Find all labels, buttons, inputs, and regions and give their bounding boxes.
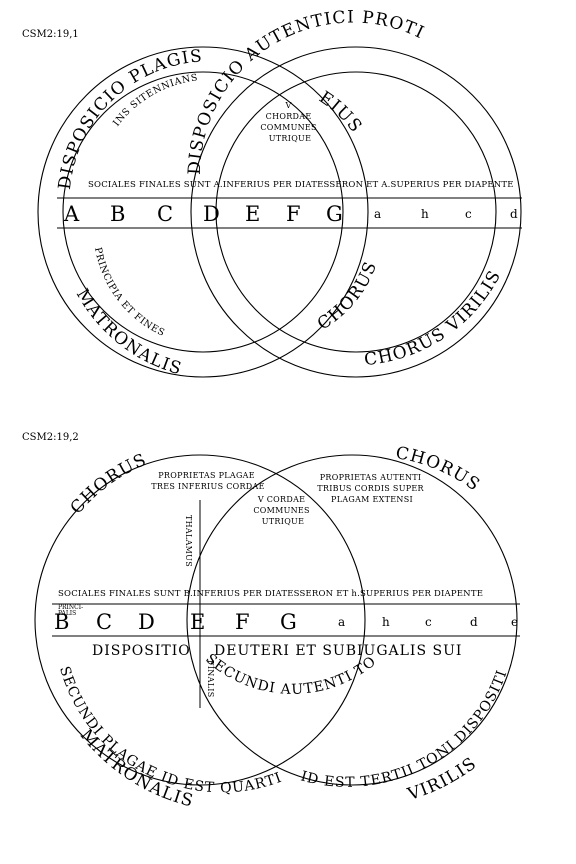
fig2-left-ring	[34, 454, 366, 786]
fig2-gamut-letters: B C D E F G a h c d e	[54, 610, 518, 634]
fig2-letter-small-c: c	[425, 615, 432, 629]
fig2-principalis: PRINCI- PALIS	[58, 604, 85, 617]
fig1-right-outer-ring	[190, 46, 522, 378]
fig1-right-inner-ring	[215, 71, 497, 353]
fig2-arc-matronalis: MATRONALIS	[76, 725, 196, 811]
fig2-left-note: PROPRIETAS PLAGAE TRES INFERIUS CORDAE	[151, 471, 264, 491]
fig1-arc-disposicio-autentici-proti: DISPOSICIO AUTENTICI PROTI	[185, 7, 428, 175]
fig1-gamut-letters: A B C D E F G a h c d	[63, 202, 518, 226]
fig2-arc-tertii-toni: ID EST TERTII TONI DISPOSITIO	[0, 0, 510, 791]
fig1-left-outer-ring	[37, 46, 369, 378]
figure-2-label: CSM2:19,2	[22, 432, 79, 443]
fig1-letter-d: D	[203, 202, 220, 226]
fig2-letter-b: B	[54, 610, 69, 634]
fig1-letter-small-a: a	[374, 207, 381, 221]
fig1-arc-matronalis: MATRONALIS	[72, 285, 185, 379]
fig1-left-inner-ring	[62, 71, 344, 353]
fig2-band-caption: SOCIALES FINALES SUNT B.INFERIUS PER DIA…	[58, 589, 483, 599]
fig2-center-note: V CORDAE COMMUNES UTRIQUE	[253, 495, 312, 526]
figure-1: CSM2:19,1 DISPOSICIO PLAGIS DISPOSICIO A…	[22, 7, 522, 379]
fig2-band-deuteri: DEUTERI ET SUBIUGALIS SUI	[214, 643, 462, 659]
fig1-letter-g: G	[326, 202, 343, 226]
fig1-letter-a: A	[63, 202, 80, 226]
figure-1-label: CSM2:19,1	[22, 29, 79, 40]
fig2-letter-e: E	[190, 610, 205, 634]
fig1-arc-chorus-virilis: CHORUS VIRILIS	[363, 267, 505, 370]
fig2-letter-g: G	[280, 610, 297, 634]
fig1-center-note: V CHORDAE COMMUNES UTRIQUE	[260, 101, 319, 143]
fig1-arc-disposicio-plagis: DISPOSICIO PLAGIS	[55, 46, 204, 190]
fig2-letter-small-a: a	[338, 615, 345, 629]
fig2-letter-f: F	[235, 610, 250, 634]
fig1-letter-f: F	[286, 202, 301, 226]
fig1-letter-b: B	[110, 202, 125, 226]
fig1-letter-small-c: c	[465, 207, 472, 221]
fig2-letter-small-h: h	[382, 615, 390, 629]
fig2-finalis-label: FINALIS	[206, 660, 215, 698]
fig2-thalamus-label: THALAMUS	[184, 515, 193, 567]
fig1-letter-small-d: d	[510, 207, 518, 221]
fig2-letter-c: C	[96, 610, 112, 634]
fig1-letter-small-h: h	[421, 207, 429, 221]
fig1-arc-chorus-inner: CHORUS	[314, 258, 382, 334]
fig1-band-caption: SOCIALES FINALES SUNT A.INFERIUS PER DIA…	[88, 180, 514, 190]
fig2-letter-d: D	[138, 610, 155, 634]
fig1-arc-eius: EIUS	[315, 87, 366, 136]
fig1-letter-c: C	[157, 202, 173, 226]
fig2-right-note: PROPRIETAS AUTENTI TRIBUS CORDIS SUPER P…	[317, 473, 426, 504]
fig1-letter-e: E	[245, 202, 260, 226]
fig2-right-ring	[186, 454, 518, 786]
fig2-band-dispositio: DISPOSITIO	[92, 643, 191, 659]
fig2-arc-chorus-left: CHORUS	[67, 450, 150, 519]
fig2-letter-small-e: e	[511, 615, 518, 629]
fig2-letter-small-d: d	[470, 615, 478, 629]
